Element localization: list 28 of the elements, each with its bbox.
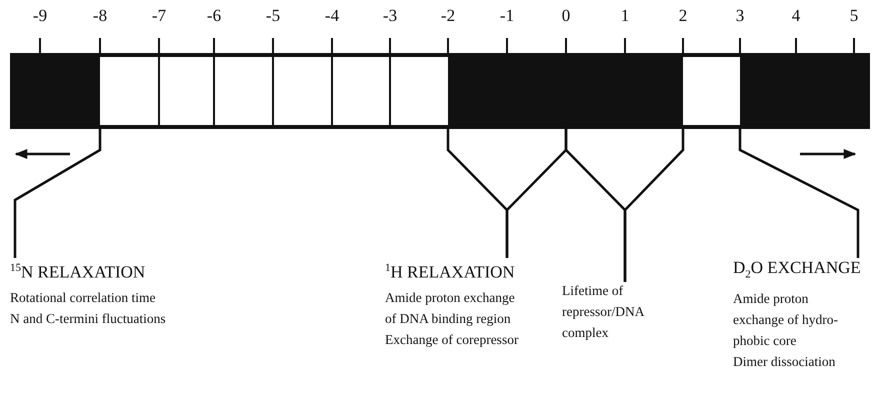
description-text: N and C-termini fluctuations <box>10 310 167 328</box>
description-text: Rotational correlation time <box>10 288 156 307</box>
description-text: Amide proton exchange of hydro- phobic core <box>733 290 839 350</box>
description-text: Dimer dissociation <box>733 353 836 372</box>
scale-label: -1 <box>498 6 516 26</box>
description-text: Lifetime of repressor/DNA complex <box>562 282 646 342</box>
scale-label: -7 <box>150 6 168 26</box>
scale-label: -2 <box>440 6 456 26</box>
scale-label: -9 <box>32 6 48 26</box>
description-text: Exchange of corepressor <box>385 330 520 349</box>
scale-label: 5 <box>848 6 860 26</box>
scale-label: -4 <box>324 6 340 26</box>
scale-label: 4 <box>790 6 802 26</box>
scale-label: -6 <box>206 6 222 26</box>
scale-label: -8 <box>92 6 108 26</box>
scale-label: -3 <box>382 6 398 26</box>
scale-label: 0 <box>560 6 572 26</box>
leader-line <box>624 127 684 282</box>
method-heading: D$_{2}$O EXCHANGE <box>733 257 860 282</box>
scale-label: 2 <box>678 6 688 26</box>
method-heading: $^{1}$H RELAXATION <box>385 261 516 284</box>
description-text: Amide proton exchange of DNA binding region <box>385 288 516 328</box>
leader-line <box>14 127 102 258</box>
method-heading: $^{15}$N RELAXATION <box>10 261 146 284</box>
leader-line <box>738 127 860 258</box>
scale-label: -5 <box>264 6 282 26</box>
scale-label: 1 <box>620 6 630 26</box>
scale-label: 3 <box>734 6 746 26</box>
